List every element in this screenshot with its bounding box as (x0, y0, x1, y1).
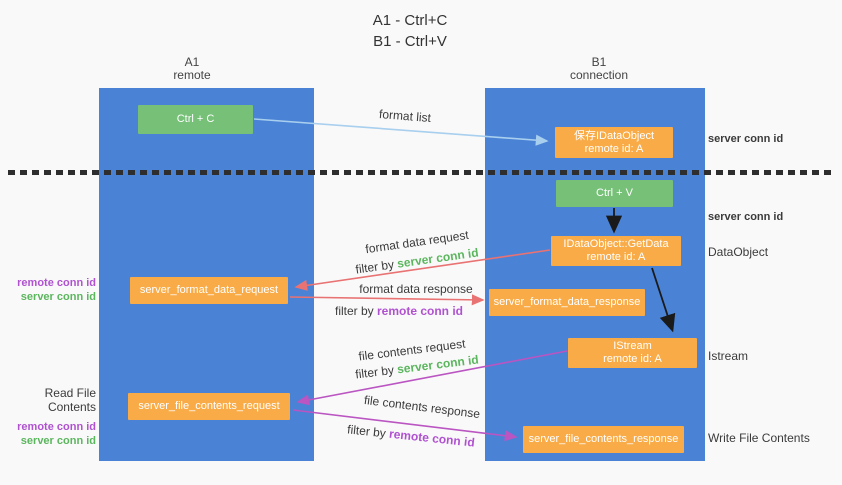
edge-label-format-data-response: format data response (359, 282, 473, 296)
edge-label-file-contents-response: file contents response (363, 392, 481, 422)
left-file-annotations: Read File Contents remote conn id server… (0, 386, 96, 448)
phase-separator-dotted-line (8, 170, 834, 175)
read-file-contents-label: Read File Contents (44, 386, 96, 414)
node-server-format-data-response-label: server_format_data_response (493, 296, 641, 308)
arrow-format-data-response (289, 294, 485, 306)
node-server-file-contents-response: server_file_contents_response (523, 426, 684, 453)
column-b1-role: connection (569, 68, 629, 82)
istream-label: Istream (708, 349, 749, 363)
node-server-file-contents-request-label: server_file_contents_request (138, 400, 280, 412)
column-header-a1: A1 remote (122, 56, 262, 82)
left-format-server-conn-id: server conn id (20, 291, 96, 303)
column-header-b1: B1 connection (529, 56, 669, 82)
node-ctrl-c: Ctrl + C (138, 105, 253, 134)
left-format-conn-ids: remote conn id server conn id (0, 276, 96, 304)
node-ctrl-c-label: Ctrl + C (176, 113, 215, 125)
filter-by-text: filter by (334, 304, 377, 318)
column-b1-name: B1 (591, 55, 607, 69)
column-a1-name: A1 (184, 55, 200, 69)
edge-label-filter-remote-2: filter by remote conn id (347, 422, 476, 449)
column-a1-role: remote (173, 68, 211, 82)
left-format-remote-conn-id: remote conn id (17, 277, 96, 289)
node-istream-line1: IStream (613, 340, 652, 352)
node-save-idataobject-line1: 保存IDataObject (573, 129, 655, 142)
remote-conn-id-text: remote conn id (388, 426, 476, 450)
filter-by-text: filter by (346, 422, 390, 441)
node-save-idataobject-line2: remote id: A (584, 142, 644, 155)
node-idataobject-getdata-line1: IDataObject::GetData (563, 238, 669, 250)
node-server-format-data-response: server_format_data_response (489, 289, 645, 316)
title-line-1: A1 - Ctrl+C (372, 12, 448, 29)
node-server-file-contents-request: server_file_contents_request (128, 393, 290, 420)
node-save-idataobject: 保存IDataObject remote id: A (555, 127, 673, 158)
right-server-conn-id-top: server conn id (708, 133, 784, 145)
edge-label-filter-remote-1: filter by remote conn id (335, 304, 463, 318)
right-server-conn-id-mid: server conn id (708, 211, 784, 223)
node-ctrl-v: Ctrl + V (556, 180, 673, 207)
remote-conn-id-text: remote conn id (377, 304, 464, 318)
title-line-2: B1 - Ctrl+V (373, 33, 447, 50)
left-file-remote-conn-id: remote conn id (17, 421, 96, 433)
diagram-title: A1 - Ctrl+C B1 - Ctrl+V (280, 10, 540, 52)
left-file-server-conn-id: server conn id (20, 435, 96, 447)
write-file-contents-label: Write File Contents (708, 431, 810, 445)
node-idataobject-getdata: IDataObject::GetData remote id: A (551, 236, 681, 266)
filter-by-text: filter by (354, 256, 399, 277)
node-ctrl-v-label: Ctrl + V (596, 187, 633, 199)
node-idataobject-getdata-line2: remote id: A (586, 251, 646, 263)
edge-label-format-list: format list (378, 106, 432, 126)
node-istream-line2: remote id: A (603, 353, 662, 365)
dataobject-label: DataObject (708, 245, 769, 259)
node-server-file-contents-response-label: server_file_contents_response (528, 433, 679, 445)
node-server-format-data-request: server_format_data_request (130, 277, 288, 304)
node-server-format-data-request-label: server_format_data_request (139, 284, 279, 296)
filter-by-text: filter by (354, 362, 398, 382)
node-istream: IStream remote id: A (568, 338, 697, 368)
